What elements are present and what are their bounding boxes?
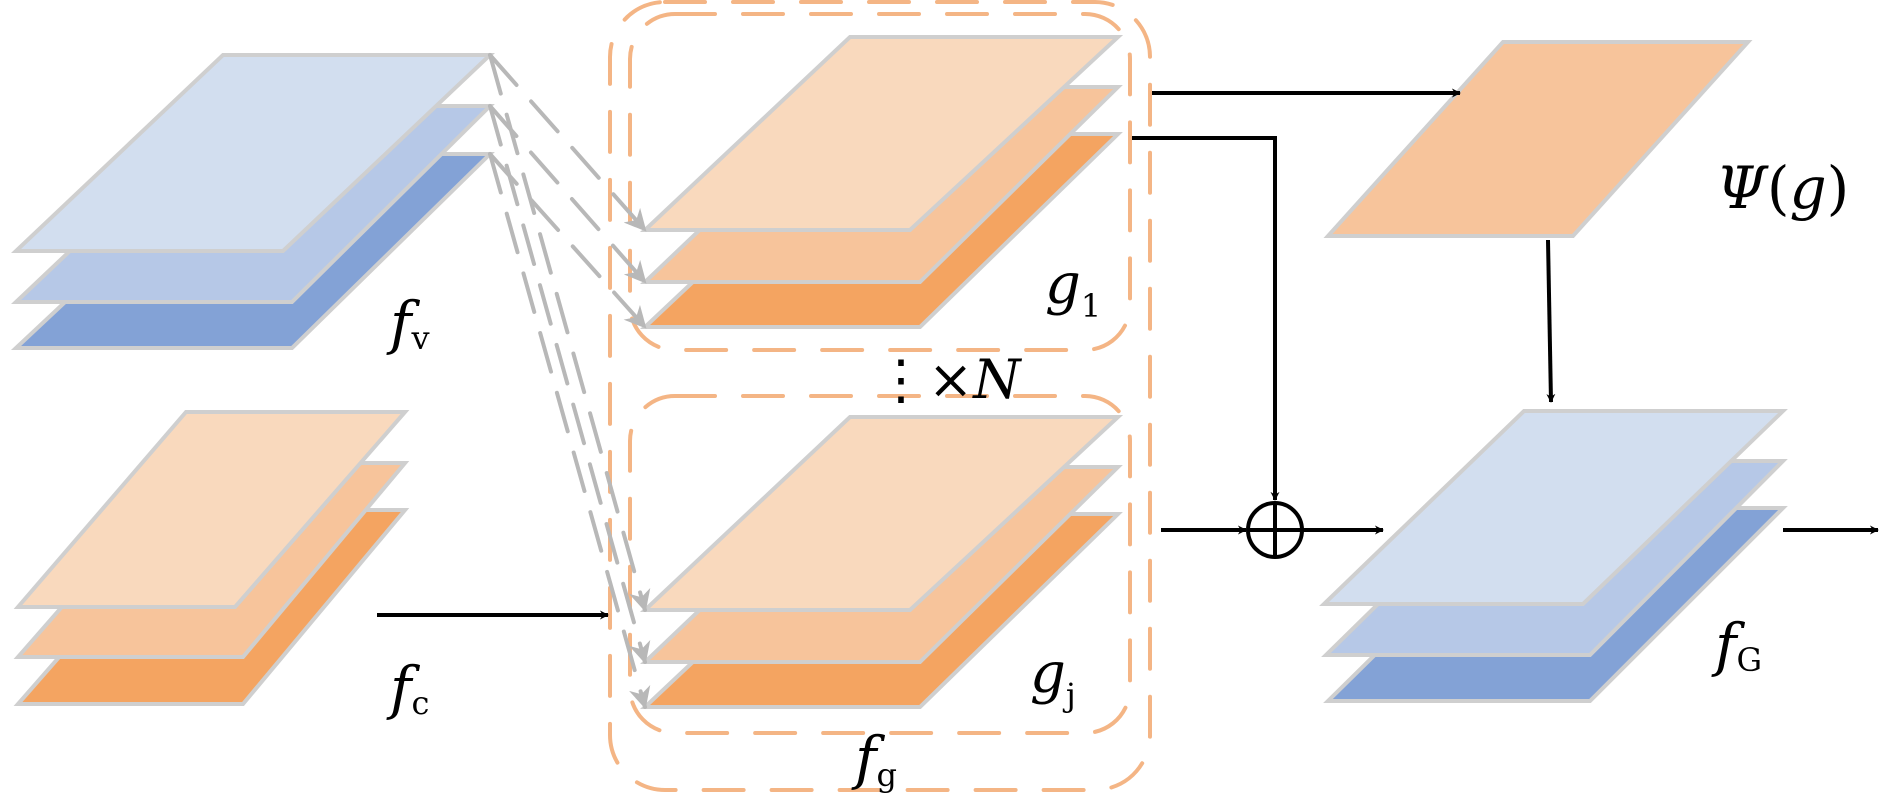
g1-inner-box xyxy=(628,12,1132,352)
feature-stack-g-j xyxy=(639,415,1124,709)
label-f-v: fv xyxy=(386,289,430,357)
gj-inner-box xyxy=(628,394,1132,735)
label-repeat-n: ⋮×N xyxy=(874,348,1022,411)
dashed-arrow-fv-to-g1-1 xyxy=(488,53,647,232)
psi-plane xyxy=(1323,40,1753,238)
feature-stack-f-c xyxy=(13,410,410,706)
feature-stack-g-1 xyxy=(639,35,1124,329)
label-g-j: gj xyxy=(1030,641,1076,714)
dashed-arrow-fv-to-gj-1 xyxy=(488,53,651,613)
g-1-layer-1 xyxy=(639,35,1124,232)
dashed-arrow-fv-to-g1-3 xyxy=(488,152,647,329)
feature-stack-f-v xyxy=(10,53,496,350)
label-f-G: fG xyxy=(1711,611,1762,679)
feature-stack-f-G xyxy=(1319,409,1788,703)
f-G-layer-1 xyxy=(1319,409,1788,606)
f-v-layer-1 xyxy=(10,53,496,253)
f-c-layer-1 xyxy=(13,410,410,609)
f-g-outer-box xyxy=(608,0,1152,792)
label-f-c: fc xyxy=(386,654,429,722)
feature-map-psi xyxy=(1323,40,1753,238)
dashed-arrow-fv-to-gj-3 xyxy=(488,152,651,710)
label-psi-g: Ψ(g) xyxy=(1716,154,1849,222)
group-boxes xyxy=(608,0,1152,792)
arrow-fg-to-oplus-skip xyxy=(1132,136,1280,501)
label-g-1: g1 xyxy=(1045,252,1101,325)
g-j-layer-1 xyxy=(639,415,1124,612)
dashed-arrows-fv-to-fg xyxy=(488,53,651,710)
oplus-icon xyxy=(1246,501,1304,559)
arrow-psi-to-fG xyxy=(1546,239,1556,403)
dashed-arrow-fv-to-g1-2 xyxy=(488,104,647,284)
dashed-arrow-fv-to-gj-2 xyxy=(488,104,651,665)
black-arrows xyxy=(377,88,1879,620)
